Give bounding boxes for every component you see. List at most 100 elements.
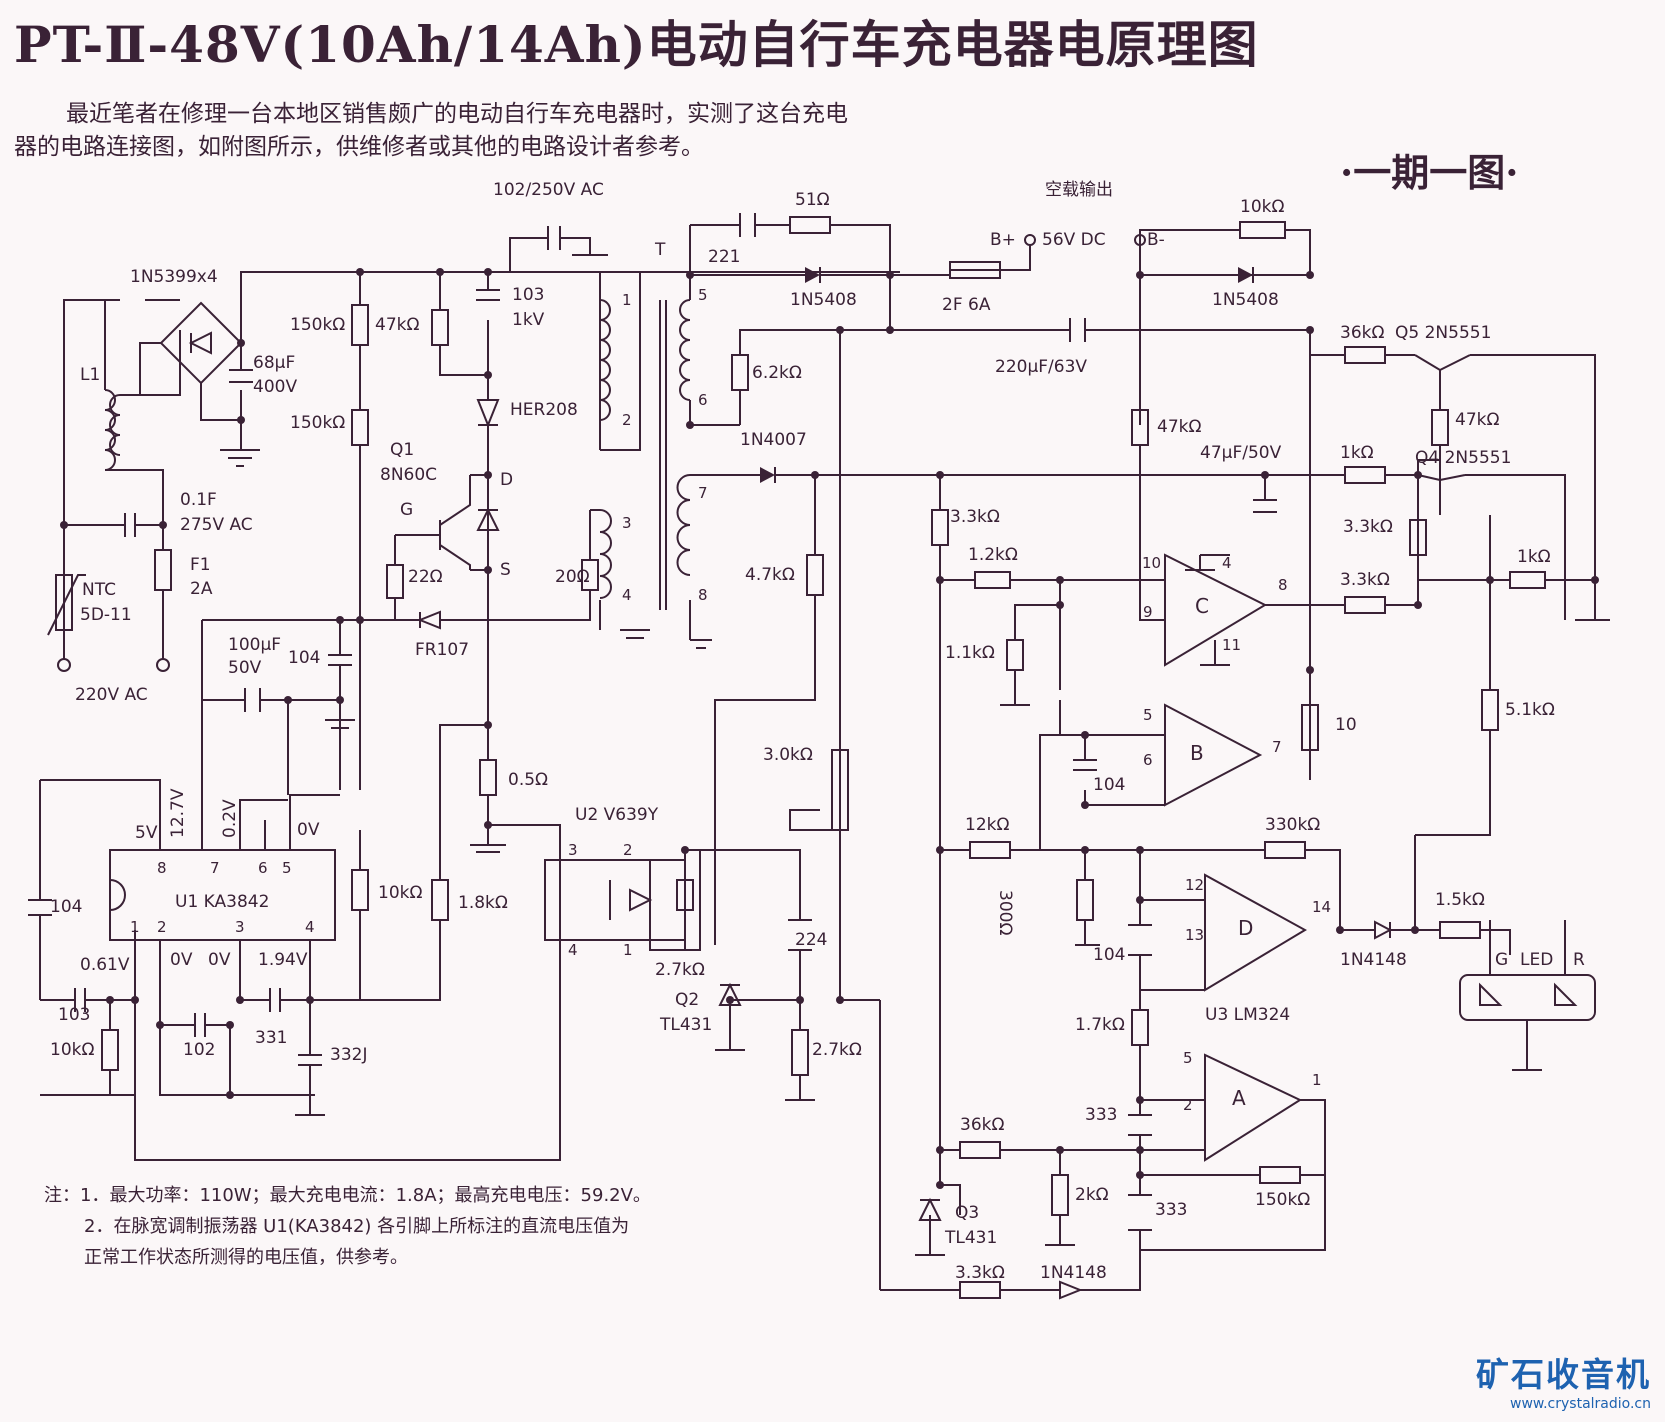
label-u2: U2 V639Y (575, 805, 659, 825)
label-u1-1: 1 (130, 918, 140, 936)
label-q3-type: TL431 (944, 1228, 997, 1248)
label-c-68u-v: 400V (253, 377, 297, 397)
label-c-103-1kv-v: 1kV (512, 310, 545, 330)
label-c-68u: 68μF (253, 353, 295, 373)
label-u2-3: 3 (568, 841, 578, 859)
label-u1-7: 7 (210, 859, 220, 877)
label-d-1n4148-b: 1N4148 (1040, 1263, 1107, 1283)
label-q2-type: TL431 (659, 1015, 712, 1035)
label-u1-5: 5 (282, 859, 292, 877)
label-op-d: D (1238, 916, 1253, 940)
label-c-333-b: 333 (1155, 1200, 1187, 1220)
label-u2-1: 1 (623, 941, 633, 959)
label-r-2k7-a: 2.7kΩ (655, 960, 705, 980)
label-r-12k: 12kΩ (965, 815, 1009, 835)
label-d-1n4148-a: 1N4148 (1340, 950, 1407, 970)
label-d-1n4007: 1N4007 (740, 430, 807, 450)
label-q1: Q1 (390, 440, 414, 460)
label-pin-10: 10 (1142, 554, 1161, 572)
intro-text: 最近笔者在修理一台本地区销售颇广的电动自行车充电器时，实测了这台充电器的电路连接… (14, 101, 848, 160)
label-r-05: 0.5Ω (508, 770, 548, 790)
label-u1-4: 4 (305, 918, 315, 936)
label-out-title: 空载输出 (1045, 180, 1113, 200)
notes-block: 注：1．最大功率：110W；最大充电电流：1.8A；最高充电电压：59.2V。 … (44, 1180, 804, 1273)
label-q2: Q2 (675, 990, 699, 1010)
label-r-47k-a: 47kΩ (375, 315, 419, 335)
wires (39, 224, 1596, 1291)
label-v-02: 0.2V (220, 799, 240, 838)
label-r-1k-b: 1kΩ (1517, 547, 1551, 567)
label-fr107: FR107 (415, 640, 469, 660)
label-d-1n5408-a: 1N5408 (790, 290, 857, 310)
label-v-127: 12.7V (168, 788, 188, 838)
label-ntc-type: 5D-11 (80, 605, 132, 625)
label-led-r: R (1573, 950, 1585, 970)
label-pin-11: 11 (1222, 636, 1241, 654)
site-logo: 矿石收音机 www.crystalradio.cn (1476, 1348, 1651, 1412)
label-led: LED (1520, 950, 1553, 970)
label-r-3k3-d: 3.3kΩ (955, 1263, 1005, 1283)
label-pin-9: 9 (1143, 603, 1153, 621)
label-q1-s: S (500, 560, 511, 580)
label-c-224: 224 (795, 930, 827, 950)
label-r-6k2: 6.2kΩ (752, 363, 802, 383)
label-u2-2: 2 (623, 841, 633, 859)
label-c-221: 221 (708, 247, 740, 267)
label-pin-8: 8 (1278, 576, 1288, 594)
label-u1-6: 6 (258, 859, 268, 877)
label-t-5: 5 (698, 286, 708, 304)
label-c-100u-v: 50V (228, 658, 262, 678)
note-line-1: 注：1．最大功率：110W；最大充电电流：1.8A；最高充电电压：59.2V。 (44, 1185, 651, 1206)
label-r-10k-b: 10kΩ (378, 883, 422, 903)
label-q3: Q3 (955, 1203, 979, 1223)
label-r-1k8: 1.8kΩ (458, 893, 508, 913)
label-pin-5a: 5 (1183, 1049, 1193, 1067)
label-r-3k0: 3.0kΩ (763, 745, 813, 765)
label-f1: F1 (190, 555, 211, 575)
label-d-1n5408-b: 1N5408 (1212, 290, 1279, 310)
label-c-102: 102 (183, 1040, 215, 1060)
label-v-5v: 5V (135, 823, 158, 843)
label-r-3k3-c: 3.3kΩ (1340, 570, 1390, 590)
label-c-100u: 100μF (228, 635, 281, 655)
label-r-1k2: 1.2kΩ (968, 545, 1018, 565)
label-r-150k-b: 150kΩ (290, 413, 345, 433)
label-c-102-250v: 102/250V AC (493, 180, 604, 200)
label-c-331: 331 (255, 1028, 287, 1048)
label-r-36k-b: 36kΩ (960, 1115, 1004, 1135)
label-r-47k-b: 47kΩ (1157, 417, 1201, 437)
label-f1-val: 2A (190, 579, 213, 599)
component-symbols (28, 213, 1610, 1300)
label-c-104-c: 104 (50, 897, 82, 917)
label-l1: L1 (80, 365, 100, 385)
label-r-2k: 2kΩ (1075, 1185, 1109, 1205)
label-c-220u: 220μF/63V (995, 357, 1087, 377)
label-r-10k-c: 10kΩ (50, 1040, 94, 1060)
label-t-1: 1 (622, 291, 632, 309)
label-q1-type: 8N60C (380, 465, 437, 485)
label-t-7: 7 (698, 484, 708, 502)
note-line-2: 2．在脉宽调制振荡器 U1(KA3842) 各引脚上所标注的直流电压值为 (84, 1216, 630, 1237)
label-t: T (654, 240, 666, 260)
label-t-4: 4 (622, 586, 632, 604)
label-v-061: 0.61V (80, 955, 130, 975)
label-r-36k-a: 36kΩ (1340, 323, 1384, 343)
label-r-1k5: 1.5kΩ (1435, 890, 1485, 910)
label-u1-2: 2 (157, 918, 167, 936)
label-u1-8: 8 (157, 859, 167, 877)
label-ntc: NTC (82, 580, 116, 600)
label-r-5k1: 5.1kΩ (1505, 700, 1555, 720)
label-pin-6: 6 (1143, 751, 1153, 769)
label-c-01f: 0.1F (180, 490, 217, 510)
label-u2-4: 4 (568, 941, 578, 959)
label-q1-g: G (400, 500, 413, 520)
label-pin-5: 5 (1143, 706, 1153, 724)
label-pin-7: 7 (1272, 738, 1282, 756)
label-pin-2a: 2 (1183, 1096, 1193, 1114)
label-v-0v-b: 0V (170, 950, 193, 970)
label-led-g: G (1495, 950, 1508, 970)
label-u3: U3 LM324 (1205, 1005, 1290, 1025)
label-v-0v-c: 0V (208, 950, 231, 970)
label-r-3k3-a: 3.3kΩ (950, 507, 1000, 527)
